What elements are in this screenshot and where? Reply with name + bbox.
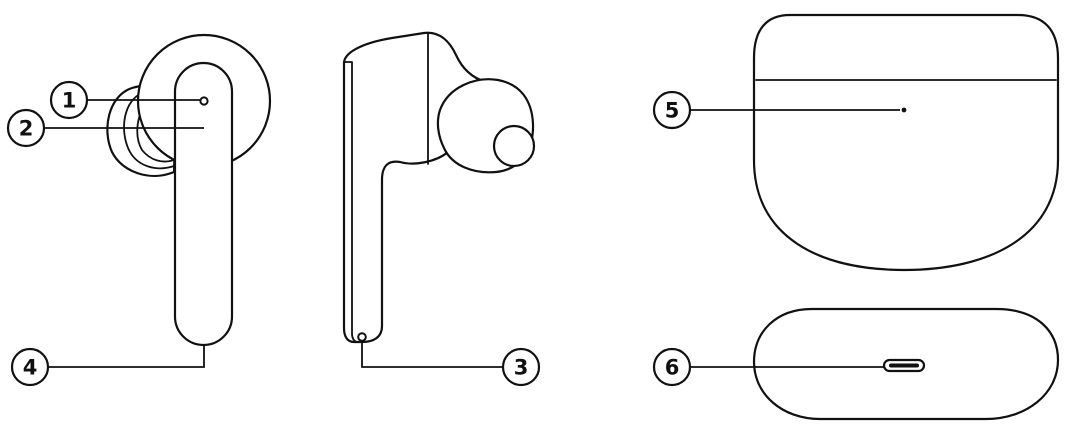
leader-lines [45,99,900,368]
callout-2: 2 [6,108,46,148]
earbud-side-view [342,31,536,344]
earbud-side-edge [343,61,359,343]
earbud-side-body [342,31,488,344]
callout-4-label: 4 [23,356,38,380]
callout-2-label: 2 [19,117,34,141]
callout-3-label: 3 [514,356,529,380]
charging-case-front-view [752,13,1060,272]
callout-6: 6 [652,347,692,387]
callout-1: 1 [49,80,89,120]
charging-case-bottom-view [752,307,1060,421]
case-indicator-light [901,107,907,113]
ear-tip-nozzle [492,124,536,168]
callout-5-label: 5 [665,99,680,123]
leader-4 [49,345,205,368]
microphone-hole [199,96,209,106]
charging-contact [357,332,367,342]
usb-c-port-inner [889,363,919,368]
callout-3: 3 [501,347,541,387]
callout-1-label: 1 [62,89,77,113]
case-front-outline [752,13,1060,272]
callout-6-label: 6 [665,356,680,380]
leader-3 [361,341,502,368]
earbud-front-view [106,33,272,347]
callout-4: 4 [10,347,50,387]
ear-tip-inner-ring [123,93,175,170]
callout-5: 5 [652,90,692,130]
